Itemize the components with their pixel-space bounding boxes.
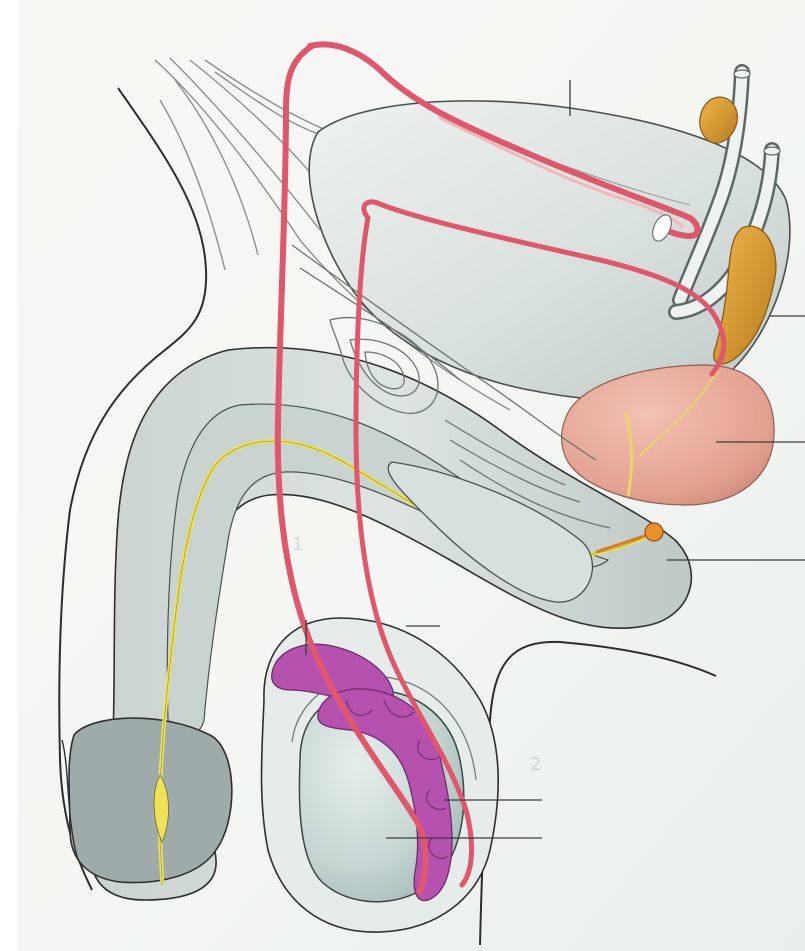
ureter-left-opening <box>734 70 750 78</box>
glans <box>69 718 232 882</box>
bulbourethral-gland <box>645 523 663 541</box>
ureter-right-opening <box>764 147 780 155</box>
left-margin-strip <box>0 0 18 951</box>
pencil-mark-1: 1 <box>292 534 303 555</box>
pencil-mark-2: 2 <box>530 754 541 775</box>
